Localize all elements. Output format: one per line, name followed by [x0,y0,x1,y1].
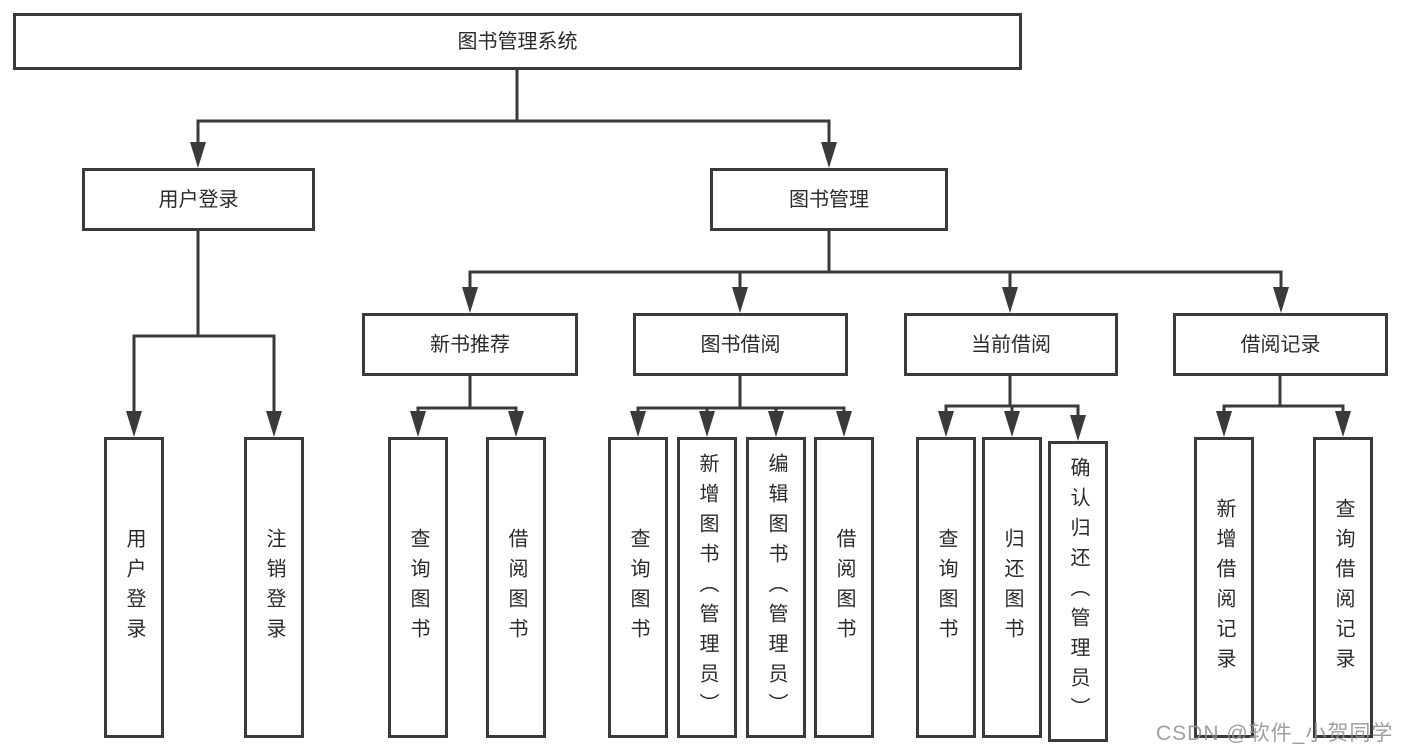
node-book-management: 图书管理 [710,168,948,231]
leaf-query-books-3: 查询图书 [916,437,976,738]
node-root-system: 图书管理系统 [13,13,1022,70]
leaf-return-books: 归还图书 [982,437,1042,738]
leaf-query-books: 查询图书 [388,437,448,738]
node-book-borrow: 图书借阅 [633,313,848,376]
leaf-query-books-2: 查询图书 [608,437,668,738]
leaf-edit-books-admin: 编辑图书（管理员） [746,437,806,738]
node-borrow-records: 借阅记录 [1173,313,1388,376]
leaf-add-borrow-record: 新增借阅记录 [1194,437,1254,738]
leaf-borrow-books-2: 借阅图书 [814,437,874,738]
leaf-borrow-books: 借阅图书 [486,437,546,738]
leaf-user-login: 用户登录 [104,437,164,738]
leaf-add-books-admin: 新增图书（管理员） [677,437,737,738]
leaf-query-borrow-record: 查询借阅记录 [1313,437,1373,738]
csdn-watermark: CSDN @软件_小贺同学 [1156,722,1394,745]
node-new-book-recommend: 新书推荐 [362,313,578,376]
node-current-borrow: 当前借阅 [904,313,1118,376]
leaf-confirm-return-admin: 确认归还（管理员） [1048,441,1108,742]
leaf-logout: 注销登录 [244,437,304,738]
node-user-login: 用户登录 [82,168,315,231]
